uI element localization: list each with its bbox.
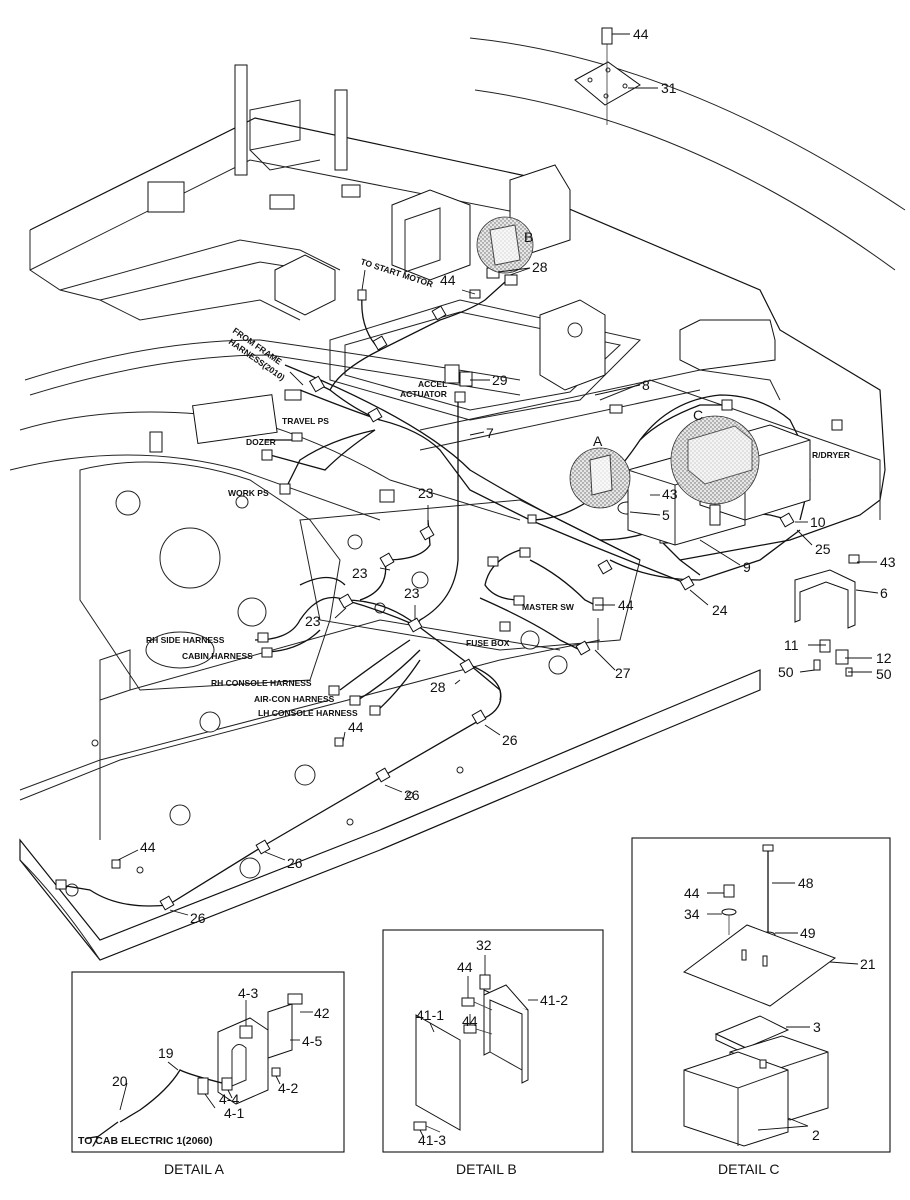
callout-26: 26 <box>190 910 206 926</box>
detail-b-callout-44: 44 <box>462 1013 478 1029</box>
detail-b-callout-41-2: 41-2 <box>540 992 568 1008</box>
label-rh-console-harness: RH CONSOLE HARNESS <box>211 678 312 688</box>
callout-27: 27 <box>615 665 631 681</box>
cab-floor-outline <box>469 37 906 271</box>
detail-a-callout-20: 20 <box>112 1073 128 1089</box>
detail-b-callout-41-3: 41-3 <box>418 1132 446 1148</box>
detail-b-callout-32: 32 <box>476 937 492 953</box>
label-cabin-harness: CABIN HARNESS <box>182 651 253 661</box>
plate-31 <box>574 27 641 125</box>
callout-29: 29 <box>492 372 508 388</box>
lower-frame <box>19 619 761 961</box>
callout-a-marker: A <box>593 433 603 449</box>
callout-23: 23 <box>418 485 434 501</box>
callout-7: 7 <box>486 425 494 441</box>
detail-c-callout-2: 2 <box>812 1127 820 1143</box>
detail-a-callout-4-3: 4-3 <box>238 985 258 1001</box>
upper-frame <box>9 64 886 691</box>
detail-a-callout-42: 42 <box>314 1005 330 1021</box>
callout-28: 28 <box>430 679 446 695</box>
callout-8: 8 <box>642 377 650 393</box>
detail-a-callout-4-1: 4-1 <box>224 1105 244 1121</box>
callout-5: 5 <box>662 507 670 523</box>
detail-c-callout-21: 21 <box>860 956 876 972</box>
label-rh-side-harness: RH SIDE HARNESS <box>146 635 225 645</box>
callout-44: 44 <box>440 272 456 288</box>
label-work-ps: WORK PS <box>228 488 269 498</box>
detail-c-callout-48: 48 <box>798 875 814 891</box>
detail-c-callout-34: 34 <box>684 906 700 922</box>
label-accel: ACCEL <box>418 379 447 389</box>
detail-a-note: TO CAB ELECTRIC 1(2060) <box>78 1135 213 1147</box>
detail-c-callout-49: 49 <box>800 925 816 941</box>
callout-23: 23 <box>305 613 321 629</box>
detail-a-panel: 4-3 42 4-5 19 20 4-2 4-4 4-1 TO CAB ELEC… <box>71 971 345 1177</box>
callout-44: 44 <box>633 26 649 42</box>
detail-a-caption: DETAIL A <box>164 1161 225 1177</box>
label-master-sw: MASTER SW <box>522 602 575 612</box>
callout-50: 50 <box>778 664 794 680</box>
detail-a-callout-4-2: 4-2 <box>278 1080 298 1096</box>
callout-12: 12 <box>876 650 892 666</box>
leader-lines <box>117 33 879 916</box>
callout-31: 31 <box>661 80 677 96</box>
callout-23: 23 <box>352 565 368 581</box>
callout-44: 44 <box>348 719 364 735</box>
callout-43: 43 <box>880 554 896 570</box>
callout-28: 28 <box>532 259 548 275</box>
callout-26: 26 <box>287 855 303 871</box>
detail-c-callout-3: 3 <box>813 1019 821 1035</box>
label-accel-actuator: ACTUATOR <box>400 389 447 399</box>
callout-44: 44 <box>140 839 156 855</box>
callout-9: 9 <box>743 559 751 575</box>
detail-b-callout-41-1: 41-1 <box>416 1007 444 1023</box>
callout-25: 25 <box>815 541 831 557</box>
detail-c-callout-44: 44 <box>684 885 700 901</box>
callout-11: 11 <box>784 637 799 653</box>
detail-b-callout-44: 44 <box>457 959 473 975</box>
label-r-dryer: R/DRYER <box>812 450 850 460</box>
callout-26: 26 <box>404 787 420 803</box>
callout-c-marker: C <box>693 407 703 423</box>
detail-b-panel: 32 44 41-1 41-2 44 41-3 DETAIL B <box>382 929 604 1177</box>
callout-10: 10 <box>810 514 826 530</box>
callout-numbers: 44 31 B 28 44 29 8 7 C A 43 5 10 25 9 23… <box>140 26 896 926</box>
callout-43: 43 <box>662 486 678 502</box>
callout-44: 44 <box>618 597 634 613</box>
detail-c-caption: DETAIL C <box>718 1161 779 1177</box>
callout-50: 50 <box>876 666 892 682</box>
detail-a-callout-19: 19 <box>158 1045 174 1061</box>
detail-b-caption: DETAIL B <box>456 1161 517 1177</box>
detail-bubbles <box>476 216 760 509</box>
label-air-con-harness: AIR-CON HARNESS <box>254 694 335 704</box>
callout-24: 24 <box>712 602 728 618</box>
detail-a-callout-4-5: 4-5 <box>302 1033 322 1049</box>
callout-26: 26 <box>502 732 518 748</box>
callout-23: 23 <box>404 585 420 601</box>
label-travel-ps: TRAVEL PS <box>282 416 329 426</box>
callout-b-marker: B <box>524 229 533 245</box>
label-fuse-box: FUSE BOX <box>466 638 510 648</box>
label-dozer: DOZER <box>246 437 276 447</box>
detail-c-panel: 48 44 34 49 21 3 2 DETAIL C <box>631 837 891 1177</box>
label-lh-console-harness: LH CONSOLE HARNESS <box>258 708 358 718</box>
detail-a-callout-4-4: 4-4 <box>219 1091 239 1107</box>
callout-6: 6 <box>880 585 888 601</box>
